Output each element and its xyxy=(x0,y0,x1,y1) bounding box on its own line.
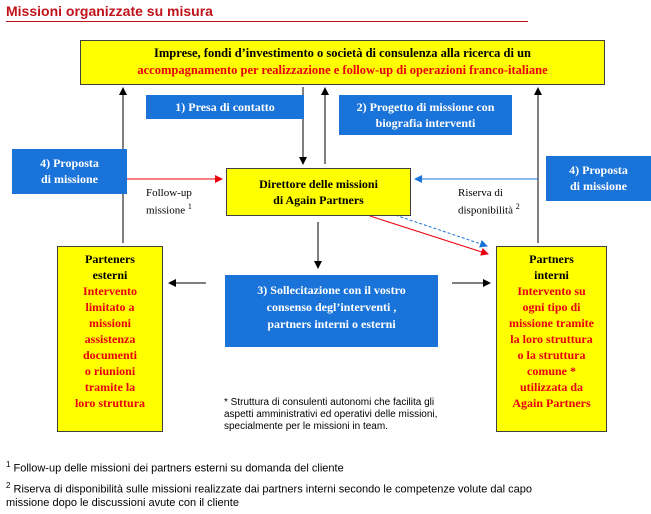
arrow-director-to-interni-red xyxy=(369,215,489,256)
reserve-label: Riserva di disponibilità 2 xyxy=(458,186,548,218)
footnote-2-line2: missione dopo le discussioni avute con i… xyxy=(6,496,239,509)
director-line2: di Again Partners xyxy=(273,193,364,207)
note-line3: specialmente per le missioni in team. xyxy=(224,421,388,432)
internal-partners-heading: Partners interni xyxy=(529,252,574,282)
reserve-line1: Riserva di xyxy=(458,187,503,199)
internal-partners-body: Intervento su ogni tipo di missione tram… xyxy=(509,284,594,410)
director-line1: Direttore delle missioni xyxy=(259,177,378,191)
arrow-director-to-interni-blue xyxy=(385,211,488,248)
page-title: Missioni organizzate su misura xyxy=(6,3,213,19)
followup-label: Follow-up missione 1 xyxy=(146,186,226,218)
step3-line3: partners interni o esterni xyxy=(267,317,396,331)
step1-contact-box: 1) Presa di contatto xyxy=(146,95,304,119)
clients-box: Imprese, fondi d’investimento o società … xyxy=(80,40,605,85)
step4-left-line1: 4) Proposta xyxy=(40,156,99,170)
step4-right-line2: di missione xyxy=(569,179,627,193)
step2-line1: 2) Progetto di missione con xyxy=(356,100,495,114)
step4-right-line1: 4) Proposta xyxy=(569,163,628,177)
step4-left-box: 4) Proposta di missione xyxy=(12,149,127,194)
external-partners-body: Intervento limitato a missioni assistenz… xyxy=(74,284,146,410)
reserve-line2: disponibilità 2 xyxy=(458,202,520,217)
internal-partners-box: Partners interni Intervento su ogni tipo… xyxy=(496,246,607,432)
step2-project-box: 2) Progetto di missione con biografia in… xyxy=(339,95,512,135)
clients-box-line1: Imprese, fondi d’investimento o società … xyxy=(154,46,531,60)
step3-line1: 3) Sollecitazione con il vostro xyxy=(257,283,406,297)
clients-box-line2: accompagnamento per realizzazione e foll… xyxy=(137,63,548,77)
step2-line2: biografia interventi xyxy=(375,116,476,130)
footnote-1: 1 Follow-up delle missioni dei partners … xyxy=(6,460,344,475)
structure-note: * Struttura di consulenti autonomi che f… xyxy=(224,397,494,433)
external-partners-heading: Parteners esterni xyxy=(85,252,135,282)
external-partners-box: Parteners esterni Intervento limitato a … xyxy=(57,246,163,432)
title-underline xyxy=(6,21,528,22)
step4-left-line2: di missione xyxy=(40,172,98,186)
footnote-2: 2 Riserva di disponibilità sulle mission… xyxy=(6,479,646,510)
followup-line1: Follow-up xyxy=(146,187,192,199)
note-line1: * Struttura di consulenti autonomi che f… xyxy=(224,397,435,408)
director-box: Direttore delle missioni di Again Partne… xyxy=(226,168,411,216)
followup-line2: missione 1 xyxy=(146,202,192,217)
step4-right-box: 4) Proposta di missione xyxy=(546,156,651,201)
footnote-2-line1: 2 Riserva di disponibilità sulle mission… xyxy=(6,481,533,496)
step3-line2: consenso degl’interventi , xyxy=(266,300,397,314)
step3-solicitation-box: 3) Sollecitazione con il vostro consenso… xyxy=(225,275,438,347)
note-line2: aspetti amministrativi ed operativi dell… xyxy=(224,409,438,420)
